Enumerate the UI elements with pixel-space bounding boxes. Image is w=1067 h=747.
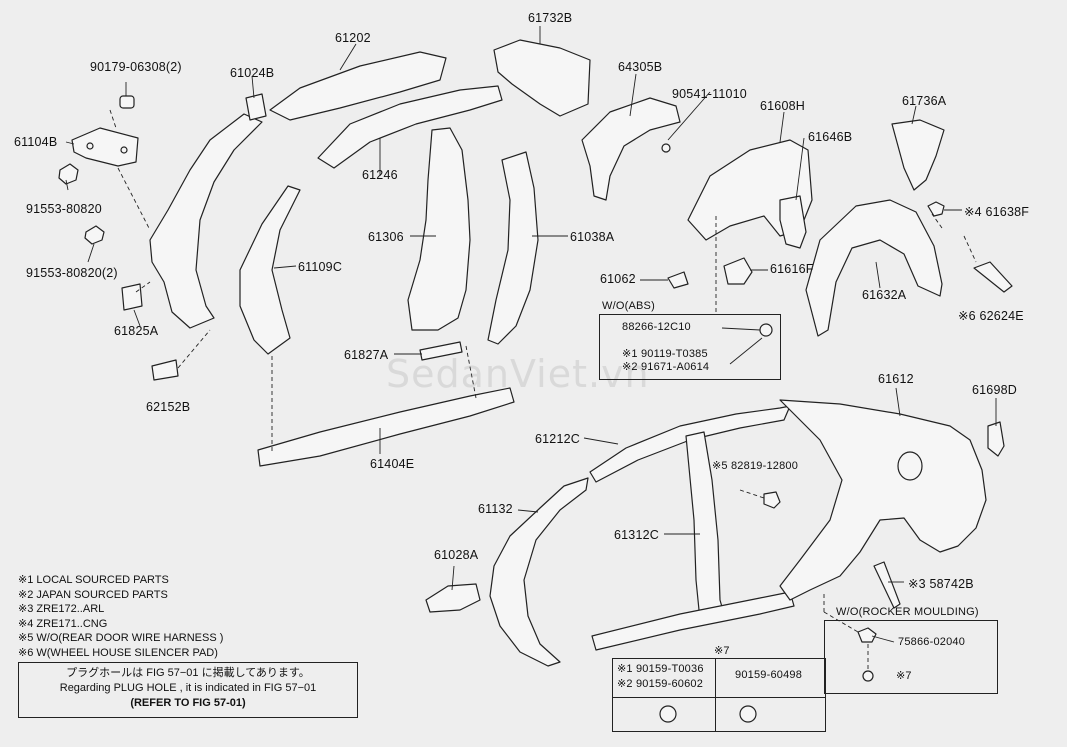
label-91553-80820: 91553-80820 [26,202,102,216]
part-61404e [257,387,515,467]
label-61827a: 61827A [344,348,389,362]
part-75866-clip [857,627,877,643]
note-2: ※2 JAPAN SOURCED PARTS [18,588,168,601]
notes-list: ※1 LOCAL SOURCED PARTS ※2 JAPAN SOURCED … [18,573,223,660]
abs-box: 88266-12C10 ※1 90119-T0385 ※2 91671-A061… [599,314,781,380]
part-61024b [149,113,263,329]
note-6: ※6 W(WHEEL HOUSE SILENCER PAD) [18,646,218,659]
label-61312c: 61312C [614,528,659,542]
watermark: SedanViet.vn [386,352,650,396]
label-61246: 61246 [362,168,398,182]
part-61306 [407,127,471,331]
part-61202 [269,51,447,121]
note-4: ※4 ZRE171..CNG [18,617,108,630]
label-61612: 61612 [878,372,914,386]
abs-box-line2: ※1 90119-T0385 [622,348,708,360]
part-61132 [489,477,589,667]
part-rocker-outer [591,591,795,651]
note-5: ※5 W/O(REAR DOOR WIRE HARNESS ) [18,632,224,644]
label-61062: 61062 [600,272,636,286]
label-61212c: 61212C [535,432,580,446]
label-61825a: 61825A [114,324,159,338]
part-61827a [419,341,463,361]
part-61646b [779,195,807,249]
label-61104b: 61104B [14,135,58,149]
label-91553-80820-2: 91553-80820(2) [26,266,118,280]
part-61038a [487,151,539,345]
label-61632a: 61632A [862,288,907,302]
rocker-box [824,620,998,694]
part-61062 [667,271,689,289]
part-91553-bolt-1 [58,163,79,185]
label-58742b: ※3 58742B [908,577,974,591]
fastener-table-hdivider [613,697,825,698]
label-61109c: 61109C [298,260,343,274]
fastener-table: ※1 90159-T0036 ※2 90159-60602 90159-6049… [612,658,826,732]
label-61028a: 61028A [434,548,479,562]
label-note7-clip: ※7 [896,670,912,682]
label-61038a: 61038A [570,230,615,244]
label-61306: 61306 [368,230,404,244]
part-61638f [927,201,945,217]
part-61612 [779,399,987,601]
part-82819-clip [763,491,781,509]
label-61732b: 61732B [528,11,573,25]
label-61132: 61132 [478,502,513,516]
part-91553-bolt-2 [84,225,105,245]
label-61736a: 61736A [902,94,947,108]
label-61024b: 61024B [230,66,275,80]
fastener-table-header: ※7 [714,645,730,657]
plug-hole-box: プラグホールは FIG 57−01 に掲載してあります。 Regarding P… [18,662,358,718]
rocker-box-title: W/O(ROCKER MOULDING) [836,606,979,618]
note-3: ※3 ZRE172..ARL [18,603,105,615]
part-61109c [239,185,301,355]
label-61638f: ※4 61638F [964,205,1030,219]
part-90179-nut [119,95,135,109]
label-75866-02040: 75866-02040 [898,636,966,648]
part-61736a [891,119,945,191]
label-90179-06308: 90179-06308(2) [90,60,182,74]
abs-box-line1: 88266-12C10 [622,321,691,333]
fastener-right: 90159-60498 [735,669,803,681]
part-61246 [317,85,503,169]
label-61202: 61202 [335,31,371,45]
label-61608h: 61608H [760,99,805,113]
part-58742b [873,561,901,609]
abs-box-line3: ※2 91671-A0614 [622,361,710,373]
part-62152b [151,359,179,381]
fastener-left-2: ※2 90159-60602 [617,678,704,690]
part-61632a [805,199,943,337]
label-82819-12800: ※5 82819-12800 [712,460,799,472]
part-61732b [493,39,591,117]
label-61646b: 61646B [808,130,853,144]
label-61404e: 61404E [370,457,415,471]
part-61616f [723,257,753,285]
part-64305b [581,97,681,201]
plug-line-3: (REFER TO FIG 57-01) [130,697,246,709]
fastener-left-1: ※1 90159-T0036 [617,663,704,675]
part-61104b [71,127,139,167]
plug-line-2: Regarding PLUG HOLE , it is indicated in… [59,682,317,694]
part-62624e [973,261,1013,293]
label-61698d: 61698D [972,383,1017,397]
label-64305b: 64305B [618,60,663,74]
plug-line-1: プラグホールは FIG 57−01 に掲載してあります。 [66,667,310,679]
label-90541-11010: 90541-11010 [672,87,747,101]
part-61698d [987,421,1005,457]
abs-box-title: W/O(ABS) [602,300,655,312]
label-62624e: ※6 62624E [958,309,1024,323]
label-61616f: 61616F [770,262,814,276]
part-61028a [425,583,481,613]
part-61825a [121,283,143,311]
part-61212c [589,405,791,483]
note-1: ※1 LOCAL SOURCED PARTS [18,574,169,586]
label-62152b: 62152B [146,400,191,414]
fastener-table-divider [715,659,716,731]
